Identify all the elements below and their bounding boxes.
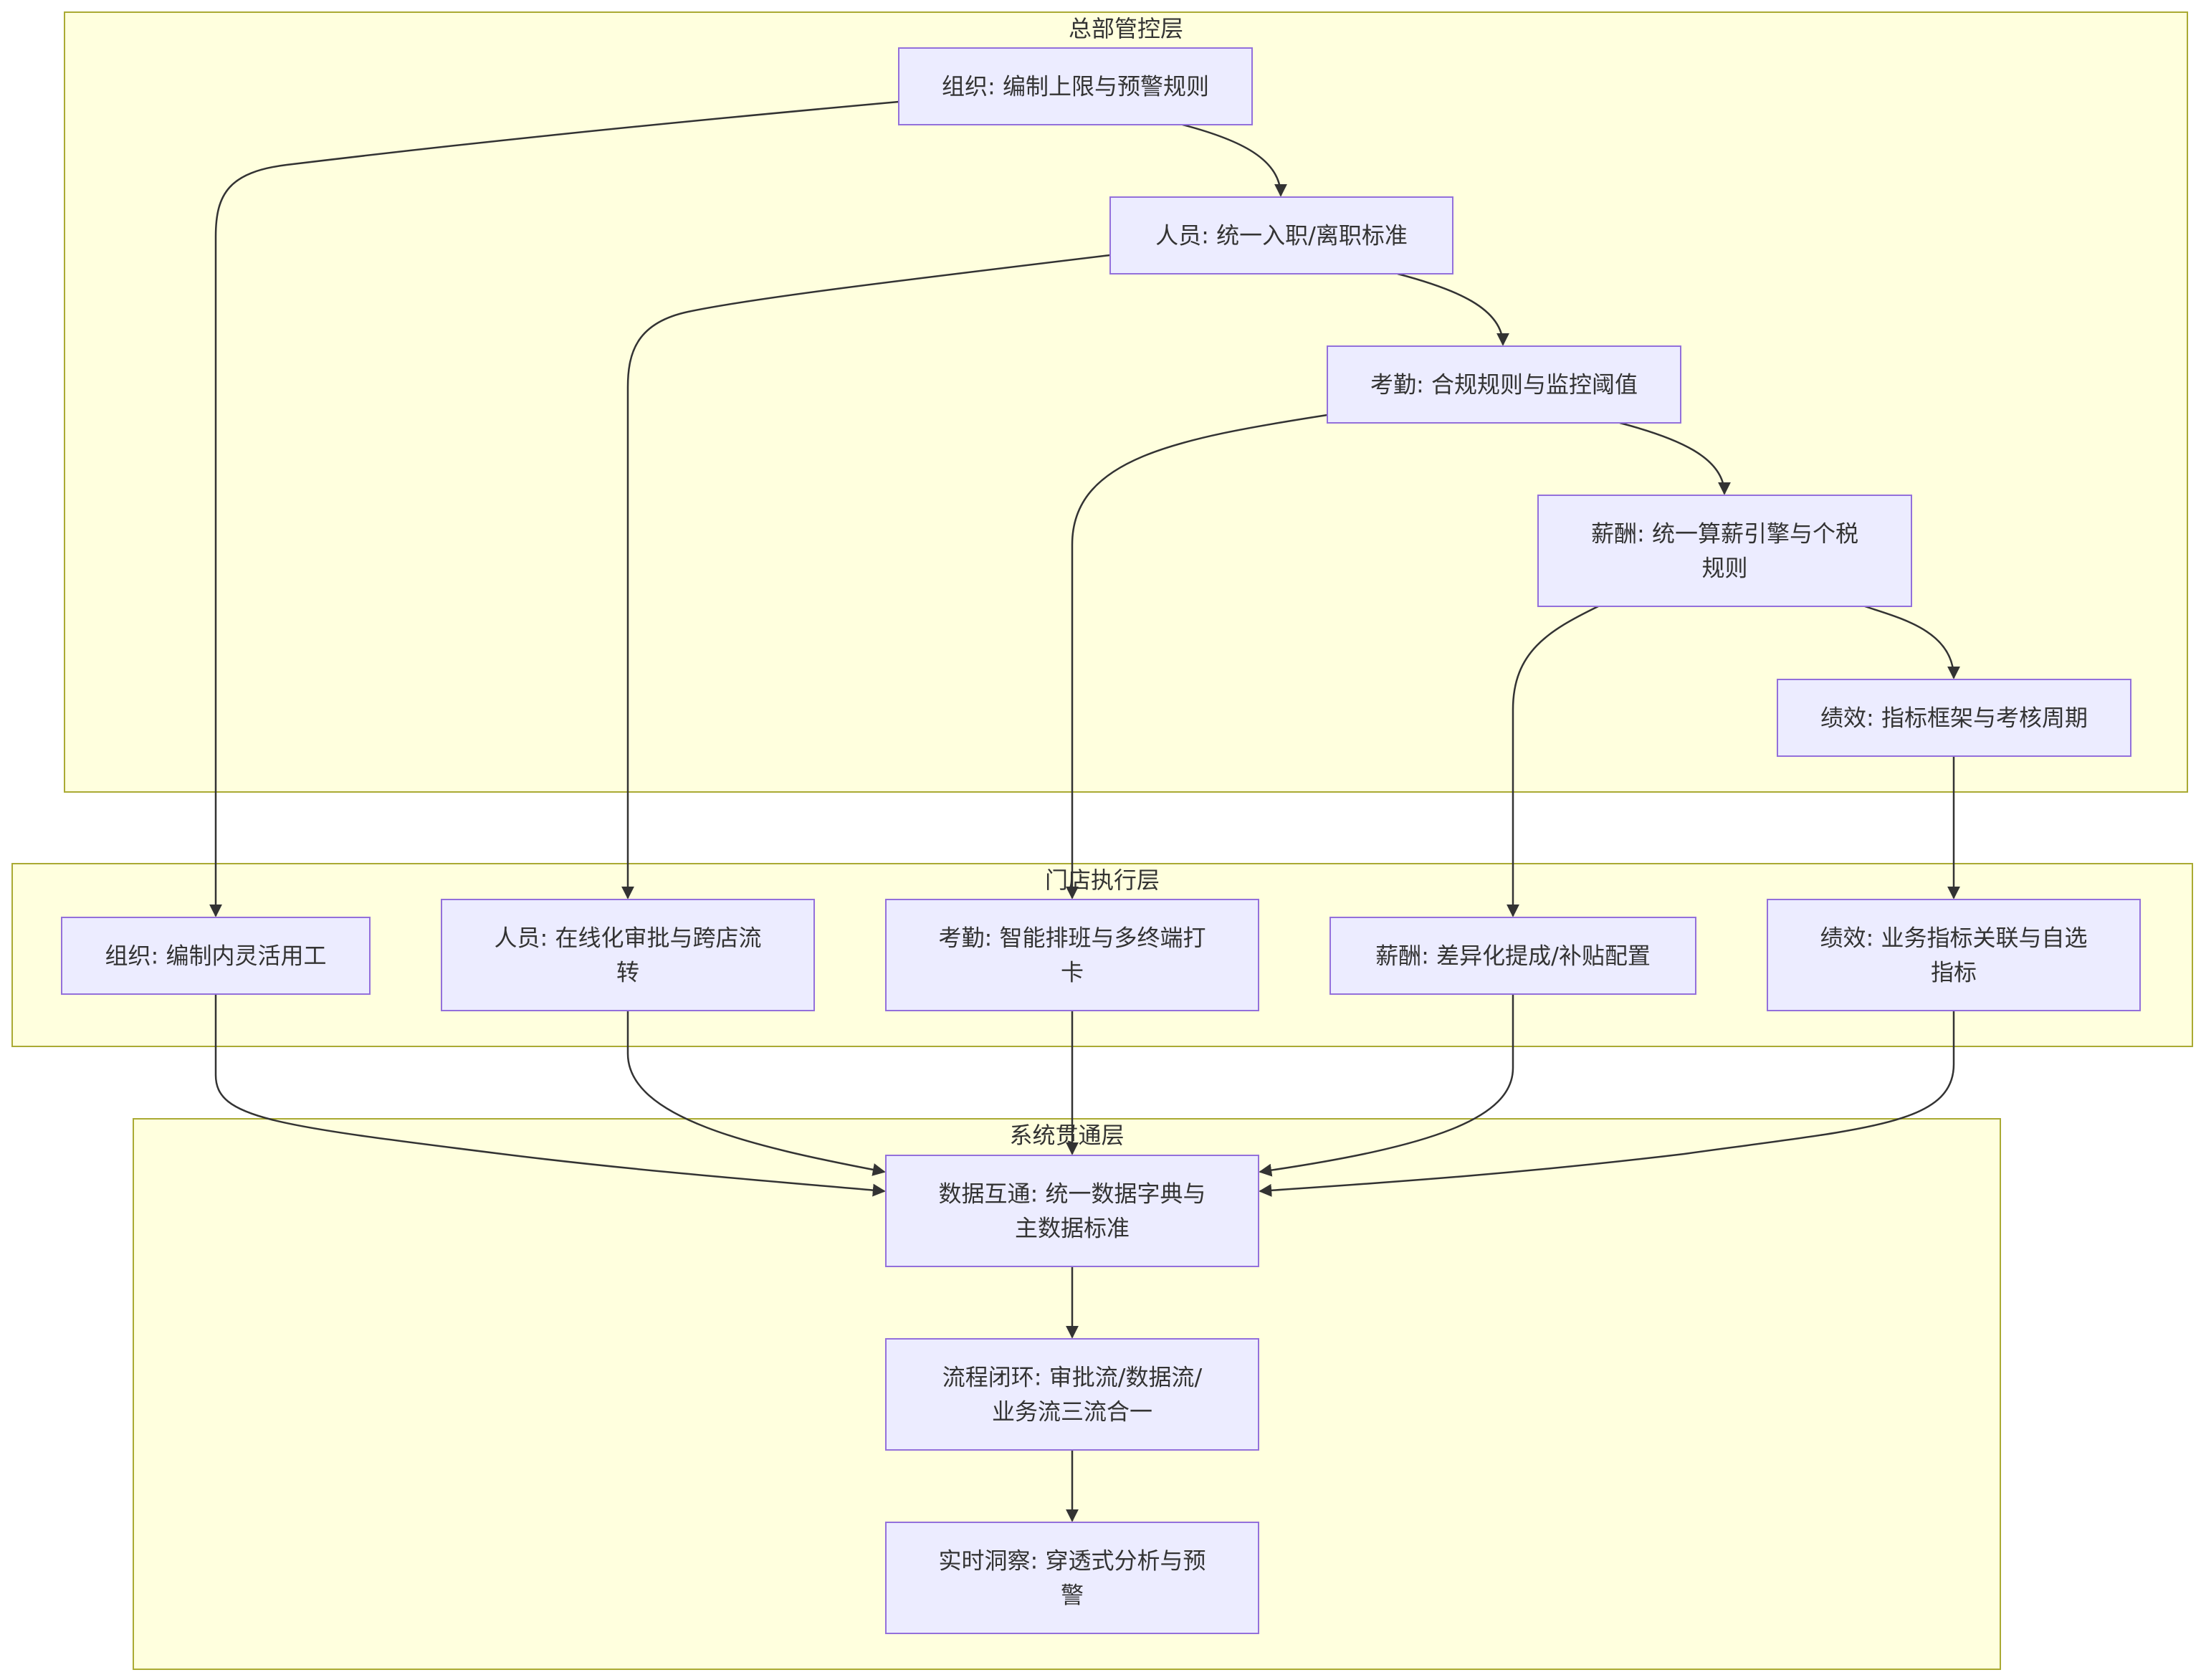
node-hq_staff-label-line-0: 人员: 统一入职/离职标准 [1155, 222, 1408, 249]
node-sys_insight-label-line-1: 警 [1061, 1582, 1084, 1609]
node-st_staff-label-line-0: 人员: 在线化审批与跨店流 [495, 925, 762, 952]
node-st_att-box [885, 899, 1259, 1011]
edge-hq_att-hq_pay-arrow [1619, 421, 1731, 495]
node-st_att-label-line-1: 卡 [1061, 959, 1084, 986]
edge-st_staff-sys_data-arrow [626, 1011, 886, 1176]
node-hq_pay-label-line-1: 规则 [1701, 555, 1747, 582]
node-sys_flow-label-line-1: 业务流三流合一 [992, 1398, 1152, 1426]
node-hq_att-box [1327, 345, 1681, 424]
node-st_pay[interactable]: 薪酬: 差异化提成/补贴配置 [1329, 917, 1696, 995]
node-st_org-box [61, 917, 371, 995]
node-hq_perf[interactable]: 绩效: 指标框架与考核周期 [1777, 679, 2131, 757]
edge-hq_pay-st_pay-arrow [1507, 605, 1599, 917]
edge-hq_staff-hq_att-arrow [1397, 272, 1509, 346]
cluster-hq: 总部管控层 [64, 11, 2188, 793]
edge-hq_att-st_att-arrow [1066, 414, 1328, 899]
node-sys_data-label-line-1: 主数据标准 [1015, 1215, 1130, 1242]
cluster-hq-box [64, 11, 2188, 793]
node-sys_flow[interactable]: 流程闭环: 审批流/数据流/业务流三流合一 [885, 1338, 1259, 1451]
node-st_perf-label-line-1: 指标 [1931, 959, 1977, 986]
node-st_staff-label-line-1: 转 [616, 959, 639, 986]
node-st_perf-box [1767, 899, 2141, 1011]
node-hq_staff[interactable]: 人员: 统一入职/离职标准 [1109, 196, 1453, 275]
edge-hq_pay-hq_perf-arrow [1864, 605, 1960, 679]
node-hq_att[interactable]: 考勤: 合规规则与监控阈值 [1327, 345, 1681, 424]
node-hq_perf-label-line-0: 绩效: 指标框架与考核周期 [1820, 705, 2088, 732]
node-st_org[interactable]: 组织: 编制内灵活用工 [61, 917, 371, 995]
node-st_pay-box [1329, 917, 1696, 995]
node-hq_perf-box [1777, 679, 2131, 757]
node-st_pay-label-line-0: 薪酬: 差异化提成/补贴配置 [1375, 942, 1651, 970]
node-sys_flow-label-line-0: 流程闭环: 审批流/数据流/ [942, 1364, 1203, 1391]
node-sys_insight-box [885, 1522, 1259, 1634]
edge-layer [209, 100, 1960, 1522]
node-st_perf-label-line-0: 绩效: 业务指标关联与自选 [1820, 925, 2088, 952]
node-sys_flow-box [885, 1338, 1259, 1451]
cluster-system-label: 系统贯通层 [1009, 1122, 1124, 1149]
node-hq_staff-box [1109, 196, 1453, 275]
node-st_att-label-line-0: 考勤: 智能排班与多终端打 [939, 925, 1206, 952]
edge-st_pay-sys_data-arrow [1259, 994, 1514, 1177]
cluster-store-label: 门店执行层 [1045, 867, 1160, 894]
node-st_org-label-line-0: 组织: 编制内灵活用工 [105, 942, 327, 970]
cluster-hq-label: 总部管控层 [1069, 15, 1183, 42]
node-hq_pay-box [1537, 495, 1912, 607]
edge-hq_org-hq_staff-arrow [1182, 123, 1287, 197]
edge-hq_staff-st_staff-arrow [621, 254, 1111, 899]
edge-hq_org-st_org-arrow [209, 100, 899, 917]
node-sys_data-box [885, 1155, 1259, 1267]
edge-st_org-sys_data-arrow [214, 994, 886, 1197]
node-hq_pay-label-line-0: 薪酬: 统一算薪引擎与个税 [1591, 520, 1858, 548]
node-sys_data-label-line-0: 数据互通: 统一数据字典与 [939, 1180, 1206, 1208]
node-hq_org[interactable]: 组织: 编制上限与预警规则 [898, 47, 1253, 125]
node-hq_org-label-line-0: 组织: 编制上限与预警规则 [942, 73, 1209, 100]
edge-st_perf-sys_data-arrow [1259, 1011, 1955, 1197]
node-sys_insight-label-line-0: 实时洞察: 穿透式分析与预 [939, 1547, 1206, 1575]
node-hq_att-label-line-0: 考勤: 合规规则与监控阈值 [1370, 371, 1638, 398]
node-hq_org-box [898, 47, 1253, 125]
node-st_staff-box [441, 899, 815, 1011]
